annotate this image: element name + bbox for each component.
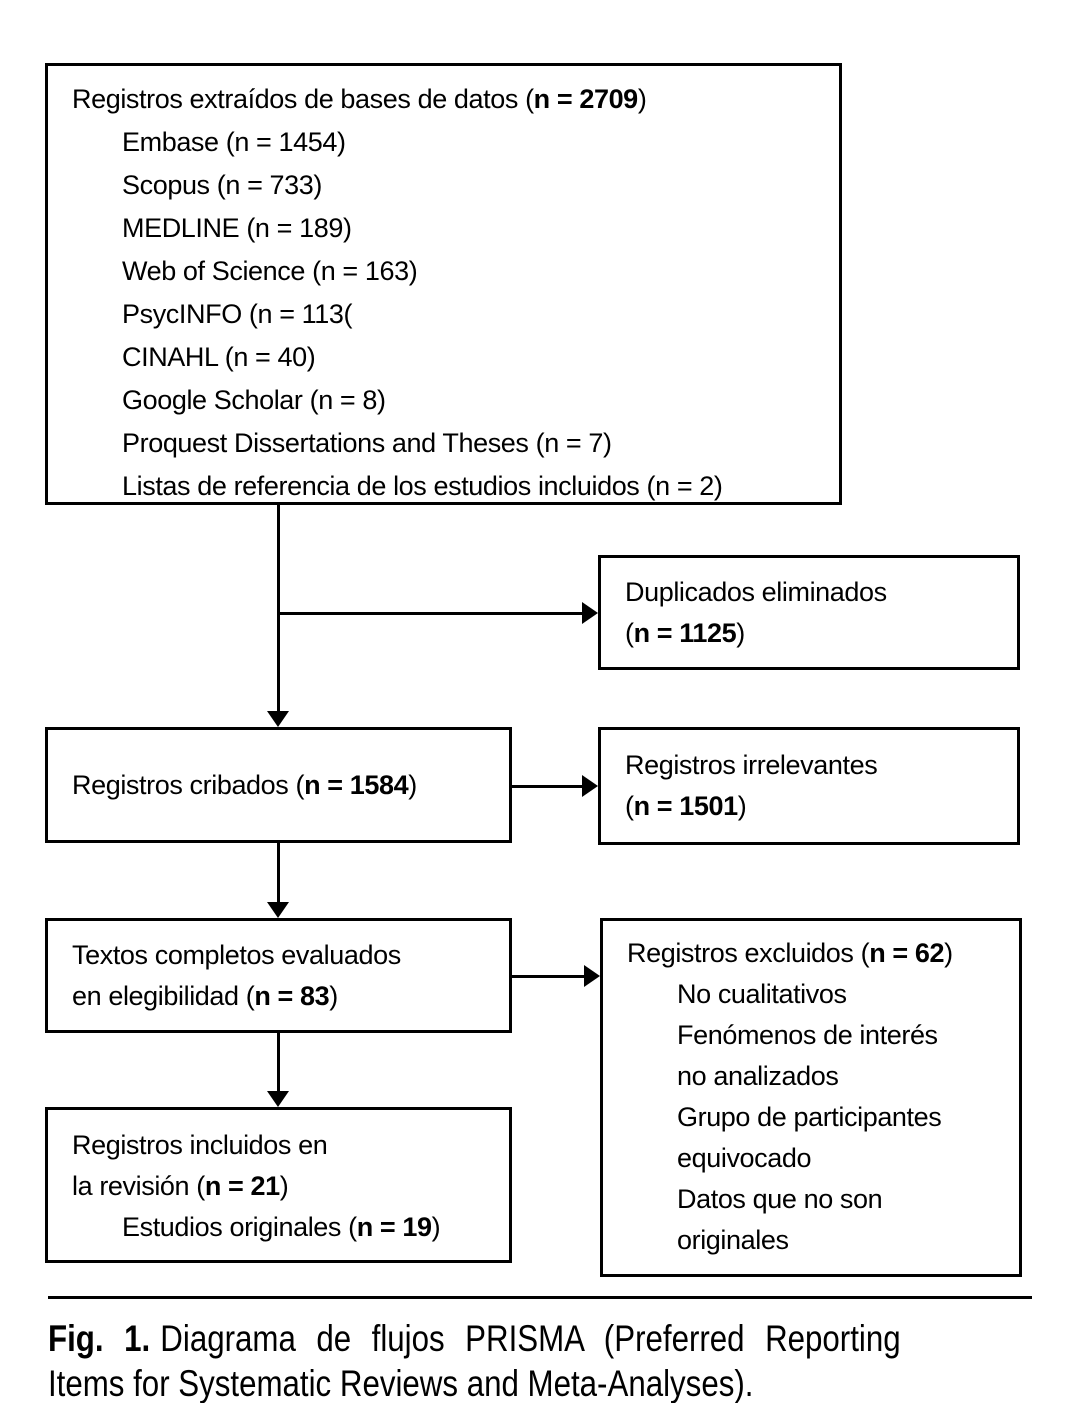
paren-close: ) (408, 769, 417, 800)
caption-text: Diagrama de flujos PRISMA (Preferred Rep… (160, 1318, 901, 1359)
duplicates-removed-count-line: (n = 1125) (625, 613, 1017, 654)
duplicates-removed-label: Duplicados eliminados (625, 576, 887, 607)
original-studies-count: n = 19 (356, 1212, 432, 1242)
exclusion-reason: no analizados (677, 1061, 839, 1091)
box-records-excluded: Registros excluidos (n = 62) No cualitat… (600, 918, 1022, 1277)
arrow-right-icon (582, 602, 598, 624)
arrow-right-icon (582, 775, 598, 797)
database-source-reference-lists: Listas de referencia de los estudios inc… (122, 471, 723, 501)
box-fulltext-assessed: Textos completos evaluados en elegibilid… (45, 918, 512, 1033)
connector-screened-to-fulltext (277, 843, 280, 904)
records-included-line2: la revisión (n = 21) (72, 1166, 503, 1207)
box-records-irrelevant: Registros irrelevantes (n = 1501) (598, 727, 1020, 845)
database-source-web-of-science: Web of Science (n = 163) (122, 256, 418, 286)
database-source-embase: Embase (n = 1454) (122, 127, 346, 157)
records-excluded-count: n = 62 (869, 938, 945, 968)
connector-to-irrelevant (512, 785, 584, 788)
arrow-down-icon (267, 902, 289, 918)
database-source-scopus: Scopus (n = 733) (122, 170, 322, 200)
duplicates-removed-count: n = 1125 (633, 617, 737, 648)
box-records-identified: Registros extraídos de bases de datos (n… (45, 63, 842, 505)
paren-close: ) (737, 791, 747, 821)
figure-number-label: Fig. 1. (48, 1318, 151, 1359)
records-identified-title-close: ) (637, 84, 647, 114)
database-source-google-scholar: Google Scholar (n = 8) (122, 385, 386, 415)
database-source-medline: MEDLINE (n = 189) (122, 213, 352, 243)
records-excluded-text: Registros excluidos ( (627, 938, 870, 968)
paren-close: ) (944, 938, 953, 968)
records-identified-count: n = 2709 (533, 84, 639, 114)
records-identified-title: Registros extraídos de bases de datos (n… (72, 78, 831, 121)
records-identified-title-text: Registros extraídos de bases de datos ( (72, 84, 534, 114)
connector-to-excluded (512, 975, 586, 978)
database-source-cinahl: CINAHL (n = 40) (122, 342, 316, 372)
arrow-down-icon (267, 711, 289, 727)
records-irrelevant-count-line: (n = 1501) (625, 786, 1017, 827)
exclusion-reason: No cualitativos (677, 979, 847, 1009)
exclusion-reason: equivocado (677, 1143, 812, 1173)
exclusion-reason: originales (677, 1225, 789, 1255)
paren-close: ) (329, 980, 338, 1011)
box-duplicates-removed: Duplicados eliminados (n = 1125) (598, 555, 1020, 670)
exclusion-reason: Grupo de participantes (677, 1102, 942, 1132)
caption-line: Fig. 1.Diagrama de flujos PRISMA (Prefer… (48, 1316, 1032, 1361)
fulltext-assessed-line1: Textos completos evaluados (72, 939, 401, 970)
figure-caption: Fig. 1.Diagrama de flujos PRISMA (Prefer… (48, 1316, 1032, 1403)
paren-close: ) (431, 1212, 441, 1242)
connector-identified-to-screened (277, 505, 280, 712)
exclusion-reason: Datos que no son (677, 1184, 883, 1214)
caption-line: Items for Systematic Reviews and Meta-An… (48, 1363, 754, 1403)
records-irrelevant-count: n = 1501 (633, 791, 739, 821)
connector-to-duplicates (277, 612, 583, 615)
paren-close: ) (736, 617, 745, 648)
exclusion-reason: Fenómenos de interés (677, 1020, 938, 1050)
box-records-screened: Registros cribados (n = 1584) (45, 727, 512, 843)
fulltext-assessed-count: n = 83 (254, 980, 330, 1011)
arrow-right-icon (584, 965, 600, 987)
box-records-included: Registros incluidos en la revisión (n = … (45, 1107, 512, 1263)
connector-fulltext-to-included (277, 1033, 280, 1092)
database-source-proquest: Proquest Dissertations and Theses (n = 7… (122, 428, 612, 458)
paren-open: ( (625, 617, 634, 648)
records-included-text: la revisión ( (72, 1171, 205, 1201)
records-irrelevant-label: Registros irrelevantes (625, 750, 878, 780)
paren-close: ) (279, 1171, 289, 1201)
original-studies-line: Estudios originales (n = 19) (72, 1207, 503, 1248)
caption-divider (48, 1296, 1032, 1299)
database-source-psycinfo: PsycINFO (n = 113( (122, 299, 353, 329)
fulltext-assessed-line2: en elegibilidad (n = 83) (72, 976, 509, 1017)
arrow-down-icon (267, 1091, 289, 1107)
paren-open: ( (625, 791, 634, 821)
original-studies-text: Estudios originales ( (122, 1212, 357, 1242)
records-excluded-title: Registros excluidos (n = 62) (627, 933, 1013, 974)
records-included-line1: Registros incluidos en (72, 1130, 328, 1160)
records-screened-text: Registros cribados ( (72, 769, 305, 800)
records-screened-count: n = 1584 (304, 769, 409, 800)
records-included-count: n = 21 (204, 1171, 280, 1201)
fulltext-assessed-text: en elegibilidad ( (72, 980, 255, 1011)
records-screened-label: Registros cribados (n = 1584) (72, 765, 509, 806)
